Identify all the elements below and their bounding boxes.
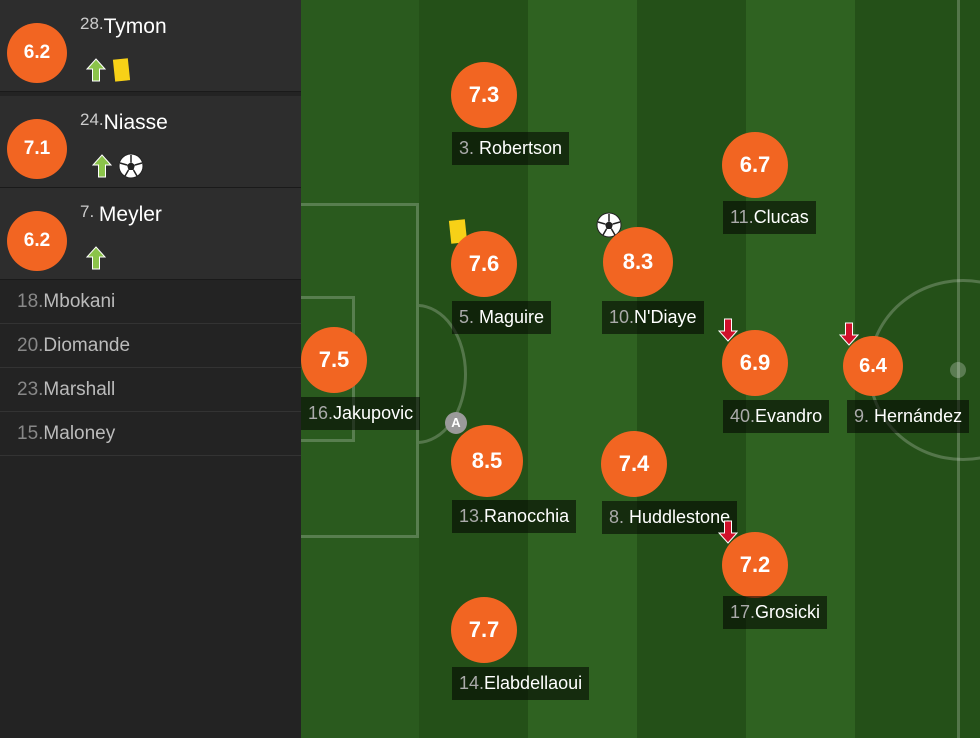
player-name: 28.Tymon <box>80 14 167 39</box>
player-rating: 6.7 <box>722 132 788 198</box>
player-label: 11.Clucas <box>723 201 816 234</box>
player-name-text: Evandro <box>755 406 823 426</box>
player-label: 13.Ranocchia <box>452 500 577 533</box>
player-name-text: Grosicki <box>755 602 821 622</box>
shirt-number: 9. <box>854 406 875 426</box>
shirt-number: 16. <box>308 403 334 423</box>
bench-row-mbokani[interactable]: 18.Mbokani <box>0 280 301 324</box>
shirt-number: 23. <box>17 379 44 400</box>
player-name-text: Robertson <box>479 138 563 158</box>
shirt-number: 28. <box>80 14 104 33</box>
player-name-text: Jakupovic <box>333 403 414 423</box>
bench-row-marshall[interactable]: 23.Marshall <box>0 368 301 412</box>
player-rating: 7.4 <box>601 431 667 497</box>
player-label: 40.Evandro <box>723 400 830 433</box>
player-name-text: Huddlestone <box>629 507 731 527</box>
shirt-number: 5. <box>459 307 480 327</box>
player-name: 24.Niasse <box>80 110 168 135</box>
player-rating: 7.5 <box>301 327 367 393</box>
player-rating: 6.4 <box>843 336 903 396</box>
sub-in-arrow-icon <box>92 154 112 178</box>
player-rating: 6.2 <box>7 23 67 83</box>
captain-icon: A <box>445 412 467 434</box>
player-name-text: Clucas <box>753 207 809 227</box>
goal-ball-icon <box>118 153 144 179</box>
player-name-text: Elabdellaoui <box>484 673 583 693</box>
centre-spot <box>950 362 966 378</box>
goal-ball-icon <box>596 212 622 238</box>
shirt-number: 15. <box>17 423 44 444</box>
player-rating: 6.2 <box>7 211 67 271</box>
sub-out-arrow-icon <box>839 322 859 346</box>
yellow-card-icon <box>112 57 130 82</box>
shirt-number: 7. <box>80 202 99 221</box>
player-label: 9. Hernández <box>847 400 970 433</box>
player-name-text: Niasse <box>103 111 168 134</box>
substitutes-panel: 6.2 28.Tymon 7.1 24.Niasse 6.2 7. Meyler… <box>0 0 301 738</box>
shirt-number: 8. <box>609 507 630 527</box>
penalty-area <box>301 203 419 538</box>
player-name-text: Mbokani <box>43 291 116 312</box>
halfway-line <box>957 0 960 738</box>
sub-out-arrow-icon <box>718 318 738 342</box>
player-label: 16.Jakupovic <box>301 397 421 430</box>
player-name-text: Tymon <box>103 15 167 38</box>
shirt-number: 10. <box>609 307 635 327</box>
player-rating: 7.2 <box>722 532 788 598</box>
player-rating: 8.5 <box>451 425 523 497</box>
shirt-number: 20. <box>17 335 44 356</box>
pitch-stripe <box>528 0 637 738</box>
sub-in-arrow-icon <box>86 246 106 270</box>
substitute-row-tymon[interactable]: 6.2 28.Tymon <box>0 0 301 92</box>
player-name-text: Maloney <box>43 423 116 444</box>
player-rating: 7.3 <box>451 62 517 128</box>
shirt-number: 18. <box>17 291 44 312</box>
player-rating: 8.3 <box>603 227 673 297</box>
player-rating: 6.9 <box>722 330 788 396</box>
player-rating: 7.7 <box>451 597 517 663</box>
player-rating: 7.6 <box>451 231 517 297</box>
shirt-number: 24. <box>80 110 104 129</box>
player-label: 8. Huddlestone <box>602 501 738 534</box>
player-label: 5. Maguire <box>452 301 552 334</box>
bench-row-diomande[interactable]: 20.Diomande <box>0 324 301 368</box>
shirt-number: 13. <box>459 506 485 526</box>
player-label: 17.Grosicki <box>723 596 828 629</box>
substitute-row-niasse[interactable]: 7.1 24.Niasse <box>0 96 301 188</box>
shirt-number: 40. <box>730 406 756 426</box>
shirt-number: 14. <box>459 673 485 693</box>
player-name-text: Maguire <box>479 307 545 327</box>
substitute-row-meyler[interactable]: 6.2 7. Meyler <box>0 188 301 280</box>
player-rating: 7.1 <box>7 119 67 179</box>
player-name-text: Ranocchia <box>484 506 570 526</box>
shirt-number: 3. <box>459 138 480 158</box>
player-name-text: Diomande <box>43 335 131 356</box>
player-label: 10.N'Diaye <box>602 301 704 334</box>
player-name-text: Hernández <box>874 406 963 426</box>
player-name: 7. Meyler <box>80 202 162 227</box>
player-name-text: Meyler <box>98 203 162 226</box>
sub-out-arrow-icon <box>718 520 738 544</box>
shirt-number: 17. <box>730 602 756 622</box>
football-pitch: 7.3 3. Robertson 6.7 11.Clucas 7.6 5. Ma… <box>301 0 980 738</box>
player-label: 14.Elabdellaoui <box>452 667 590 700</box>
sub-in-arrow-icon <box>86 58 106 82</box>
player-name-text: N'Diaye <box>634 307 697 327</box>
bench-row-maloney[interactable]: 15.Maloney <box>0 412 301 456</box>
shirt-number: 11. <box>730 207 754 227</box>
player-label: 3. Robertson <box>452 132 570 165</box>
player-name-text: Marshall <box>43 379 116 400</box>
